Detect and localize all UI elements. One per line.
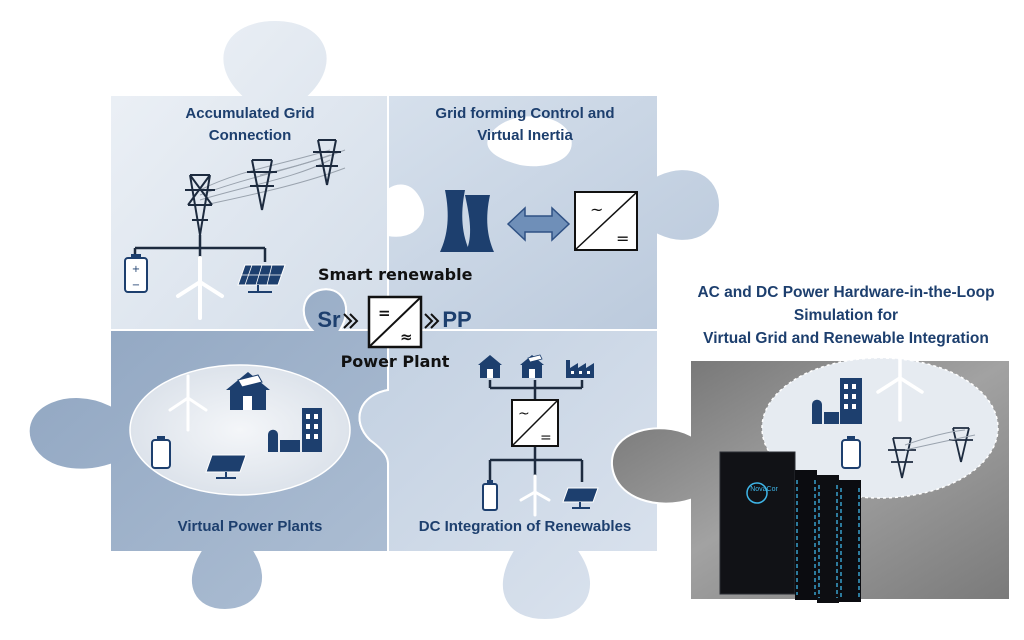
svg-text:~: ~ bbox=[518, 406, 530, 422]
house-icon bbox=[226, 372, 270, 410]
center-label-top: Smart renewable bbox=[318, 265, 473, 284]
rack-logo: NovaCor bbox=[750, 486, 778, 493]
pylon-icon bbox=[185, 139, 341, 236]
center-label-bottom: Power Plant bbox=[340, 352, 450, 371]
label-phil-line3: Virtual Grid and Renewable Integration bbox=[703, 330, 989, 347]
label-phil: AC and DC Power Hardware-in-the-Loop Sim… bbox=[676, 281, 1016, 350]
label-grid-connection-line1: Accumulated Grid bbox=[185, 105, 315, 122]
center-converter-icon: = ≈ bbox=[367, 295, 423, 349]
pylon-icon bbox=[888, 427, 976, 479]
svg-text:+: + bbox=[132, 264, 140, 275]
label-dc-integration: DC Integration of Renewables bbox=[418, 518, 632, 535]
wind-turbine-icon bbox=[519, 474, 551, 517]
solar-panel-icon bbox=[237, 264, 286, 293]
battery-icon bbox=[482, 480, 498, 511]
label-grid-connection-line2: Connection bbox=[208, 127, 292, 144]
bidirectional-arrow-icon bbox=[506, 206, 571, 242]
center-label-right: PP bbox=[442, 307, 472, 332]
center-label-left: Sr bbox=[317, 307, 341, 332]
cooling-tower-icon bbox=[440, 190, 494, 252]
label-grid-connection: Accumulated Grid Connection bbox=[150, 103, 350, 147]
svg-text:−: − bbox=[132, 280, 140, 291]
phil-ellipse bbox=[761, 350, 999, 499]
dc-loads-icons bbox=[478, 354, 594, 378]
battery-icon bbox=[151, 436, 171, 469]
house-icon bbox=[478, 355, 502, 378]
label-grid-forming: Grid forming Control and Virtual Inertia bbox=[410, 103, 640, 147]
wind-turbine-icon bbox=[176, 256, 224, 320]
chevron-right-icon bbox=[343, 313, 440, 329]
dc-converter-icon: ~ = bbox=[511, 399, 559, 447]
grid-bus-lines bbox=[133, 235, 267, 262]
inverter-icon: ~ = bbox=[574, 191, 638, 251]
factory-icon bbox=[566, 360, 594, 378]
dc-bus-lines bbox=[488, 380, 584, 482]
label-grid-forming-line2: Virtual Inertia bbox=[477, 127, 573, 144]
building-icon bbox=[268, 408, 322, 452]
svg-text:=: = bbox=[540, 430, 552, 446]
building-icon bbox=[812, 378, 862, 424]
wind-turbine-icon bbox=[168, 374, 208, 432]
label-grid-forming-line1: Grid forming Control and bbox=[435, 105, 615, 122]
battery-icon bbox=[841, 436, 861, 469]
label-virtual-power-plants: Virtual Power Plants bbox=[177, 518, 323, 535]
puzzle-piece-dc-integration bbox=[358, 329, 659, 622]
svg-text:=: = bbox=[378, 304, 391, 322]
vpp-ellipse bbox=[129, 364, 351, 496]
solar-panel-icon bbox=[562, 487, 599, 509]
svg-text:=: = bbox=[616, 229, 629, 248]
solar-panel-icon bbox=[205, 454, 247, 479]
svg-text:≈: ≈ bbox=[400, 328, 413, 346]
simulator-rack bbox=[719, 451, 861, 603]
battery-icon: + − bbox=[124, 254, 148, 293]
label-phil-line1: AC and DC Power Hardware-in-the-Loop bbox=[697, 284, 995, 301]
wind-turbine-icon bbox=[876, 350, 924, 422]
svg-text:~: ~ bbox=[590, 200, 603, 219]
solar-house-icon bbox=[520, 354, 544, 378]
label-phil-line2: Simulation for bbox=[793, 307, 899, 324]
